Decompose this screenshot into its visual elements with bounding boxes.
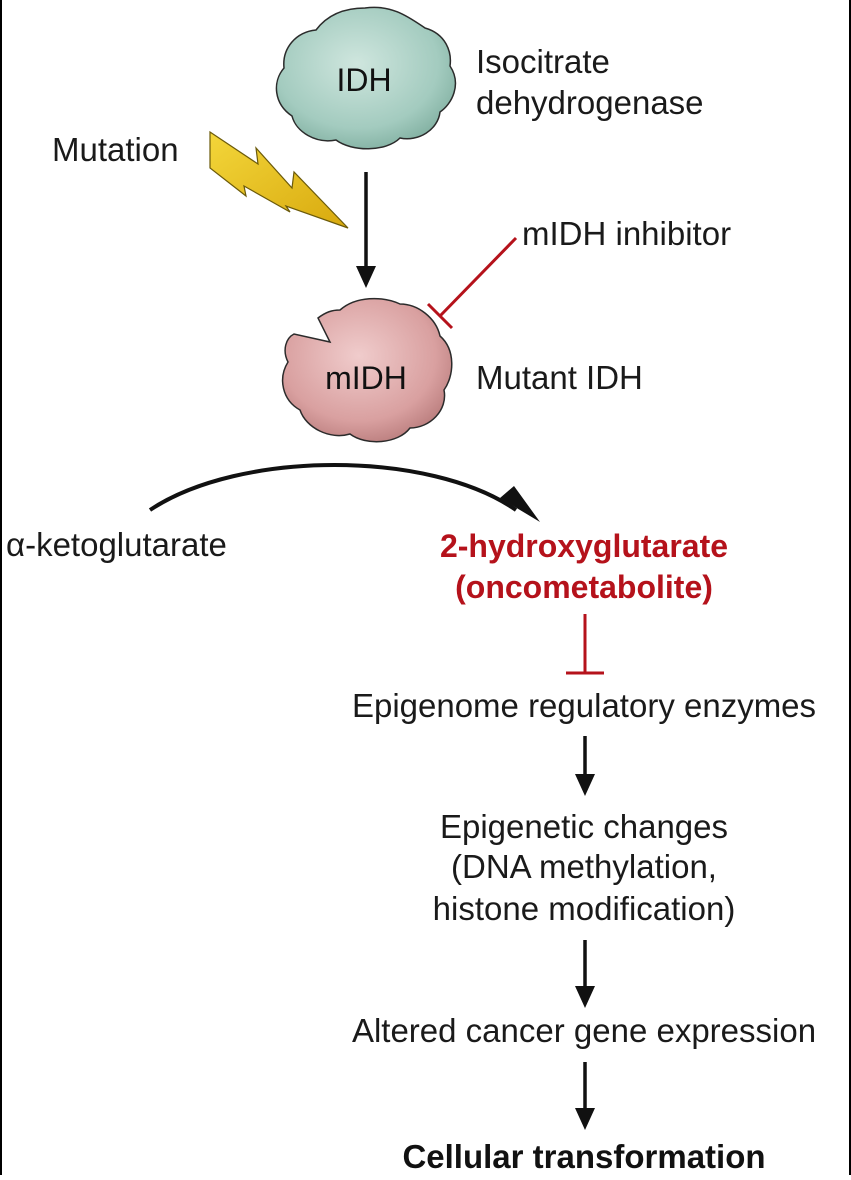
cascade-step3: Altered cancer gene expression xyxy=(352,1012,816,1049)
idh-name-line1: Isocitrate xyxy=(476,43,610,80)
cascade-arrowhead-2 xyxy=(575,986,595,1008)
frame-left-border xyxy=(0,0,2,1175)
mutation-arrowhead xyxy=(356,266,376,288)
inhibitor-line xyxy=(438,236,518,318)
product-line2: (oncometabolite) xyxy=(455,569,713,605)
inhibitor-bar xyxy=(426,302,454,330)
cascade-step2-line1: Epigenetic changes xyxy=(440,808,728,845)
frame-right-border xyxy=(849,0,851,1175)
cascade-step2-line2: (DNA methylation, xyxy=(451,848,717,885)
substrate-label: α-ketoglutarate xyxy=(6,526,227,563)
cascade-step2-line3: histone modification) xyxy=(433,890,736,927)
cascade-step1: Epigenome regulatory enzymes xyxy=(352,687,816,724)
mutant-name-label: Mutant IDH xyxy=(476,359,643,396)
idh-name-line2: dehydrogenase xyxy=(476,84,704,121)
midh-short-label: mIDH xyxy=(325,360,407,396)
cascade-arrowhead-3 xyxy=(575,1108,595,1130)
reaction-curve-arrow xyxy=(148,463,518,512)
midh-enzyme-shape xyxy=(281,297,453,443)
idh-enzyme-shape xyxy=(275,6,457,150)
cascade-step4: Cellular transformation xyxy=(402,1138,765,1175)
mutation-label: Mutation xyxy=(52,131,179,168)
cascade-arrowhead-1 xyxy=(575,774,595,796)
inhibitor-label: mIDH inhibitor xyxy=(522,215,731,252)
idh-short-label: IDH xyxy=(336,62,391,98)
lightning-bolt-icon xyxy=(209,130,349,229)
reaction-curve-arrowhead xyxy=(500,486,540,522)
product-line1: 2-hydroxyglutarate xyxy=(440,528,728,564)
